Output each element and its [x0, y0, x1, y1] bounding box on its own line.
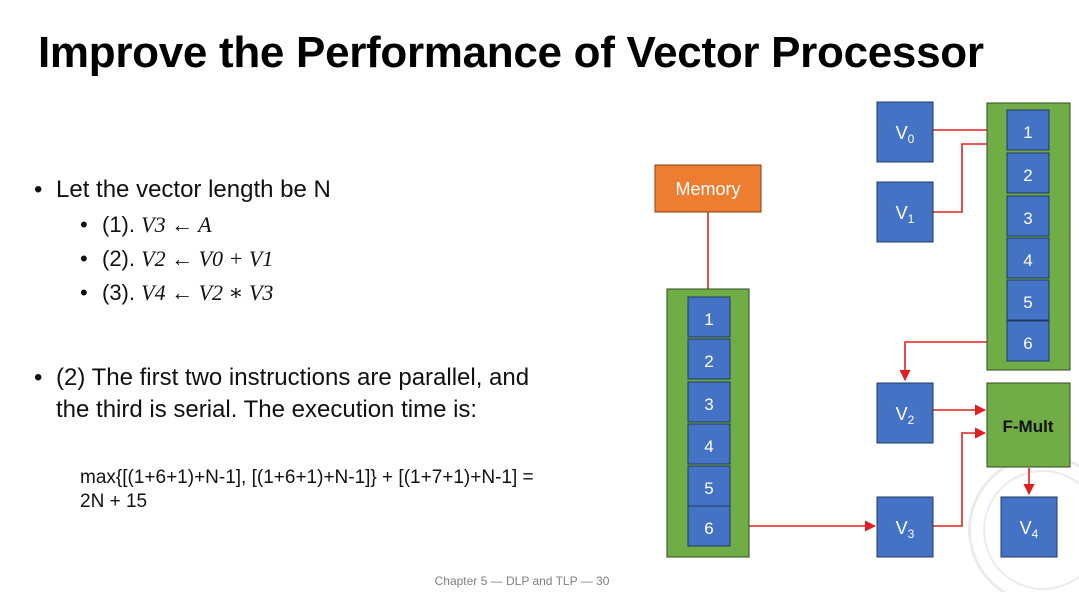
- slide-title: Improve the Performance of Vector Proces…: [38, 28, 984, 77]
- step-label: (3).: [102, 280, 135, 305]
- step-3: • (3). V4 ← V2 ∗ V3: [80, 280, 273, 306]
- fmult-label: F-Mult: [1003, 417, 1054, 436]
- add-stage-4: [1006, 237, 1050, 279]
- load-stage-5: [687, 465, 731, 507]
- execution-time-formula: max{[(1+6+1)+N-1], [(1+6+1)+N-1]} + [(1+…: [80, 466, 534, 514]
- memory-label: Memory: [675, 179, 740, 199]
- para-line-2: the third is serial. The execution time …: [56, 396, 478, 423]
- load-stage-4-label: 4: [704, 437, 713, 456]
- load-stage-2: [687, 338, 731, 380]
- step-expr: V2 ← V0 + V1: [141, 246, 274, 271]
- add-pipeline-stages: 1 2 3 4 5 6: [1006, 109, 1050, 362]
- wires: [707, 124, 1035, 532]
- load-stage-1: [687, 296, 731, 338]
- para-line-1: (2) The first two instructions are paral…: [56, 364, 530, 391]
- wire-v3-to-fmult: [933, 427, 987, 527]
- step-label: (1).: [102, 212, 135, 237]
- wire-adder-to-v2: [899, 341, 1007, 382]
- load-stage-3: [687, 381, 731, 423]
- register-v3-label: V3: [896, 518, 915, 541]
- register-v1-label: V1: [896, 203, 915, 226]
- load-stage-2-label: 2: [704, 352, 713, 371]
- load-stage-1-label: 1: [704, 310, 713, 329]
- step-expr: V3 ← A: [141, 212, 212, 237]
- register-v2-label: V2: [896, 404, 915, 427]
- add-stage-1-label: 1: [1023, 123, 1032, 142]
- register-v0: [876, 101, 934, 163]
- register-v1: [876, 181, 934, 243]
- fmult-unit: [986, 382, 1071, 468]
- bullet-dot: •: [34, 364, 43, 391]
- step-expr: V4 ← V2 ∗ V3: [141, 280, 274, 305]
- register-v3: [876, 496, 934, 558]
- load-pipeline-stages: 1 2 3 4 5 6: [687, 296, 731, 547]
- add-stage-5-label: 5: [1023, 293, 1032, 312]
- formula-line-2: 2N + 15: [80, 491, 148, 512]
- wire-v1-to-adder: [933, 138, 1007, 213]
- bullet-dot: •: [80, 280, 88, 305]
- bullet-text: Let the vector length be N: [56, 176, 331, 203]
- bullet-parallel-note: • (2) The first two instructions are para…: [34, 362, 529, 426]
- slide-footer: Chapter 5 — DLP and TLP — 30: [0, 574, 1079, 588]
- formula-line-1: max{[(1+6+1)+N-1], [(1+6+1)+N-1]} + [(1+…: [80, 467, 534, 488]
- register-v4-label: V4: [1020, 518, 1039, 541]
- bullet-dot: •: [80, 246, 88, 271]
- add-stage-5: [1006, 279, 1050, 321]
- load-stage-6-label: 6: [704, 519, 713, 538]
- load-stage-4: [687, 423, 731, 465]
- add-stage-1: [1006, 109, 1050, 151]
- add-stage-3: [1006, 195, 1050, 237]
- load-stage-6: [687, 505, 731, 547]
- register-v2: [876, 382, 934, 444]
- memory-box: [654, 164, 762, 213]
- register-v4: [1000, 496, 1058, 558]
- bullet-dot: •: [80, 212, 88, 237]
- bullet-dot: •: [34, 176, 43, 203]
- step-1: • (1). V3 ← A: [80, 212, 212, 238]
- add-stage-4-label: 4: [1023, 251, 1032, 270]
- add-stage-2: [1006, 152, 1050, 194]
- step-2: • (2). V2 ← V0 + V1: [80, 246, 273, 272]
- register-v0-label: V0: [896, 123, 915, 146]
- bullet-vector-length: • Let the vector length be N: [34, 176, 331, 204]
- step-label: (2).: [102, 246, 135, 271]
- footer-text: Chapter 5 — DLP and TLP — 30: [434, 574, 610, 588]
- load-stage-3-label: 3: [704, 395, 713, 414]
- add-stage-6: [1006, 320, 1050, 362]
- add-stage-6-label: 6: [1023, 334, 1032, 353]
- load-stage-5-label: 5: [704, 479, 713, 498]
- add-stage-2-label: 2: [1023, 166, 1032, 185]
- add-stage-3-label: 3: [1023, 209, 1032, 228]
